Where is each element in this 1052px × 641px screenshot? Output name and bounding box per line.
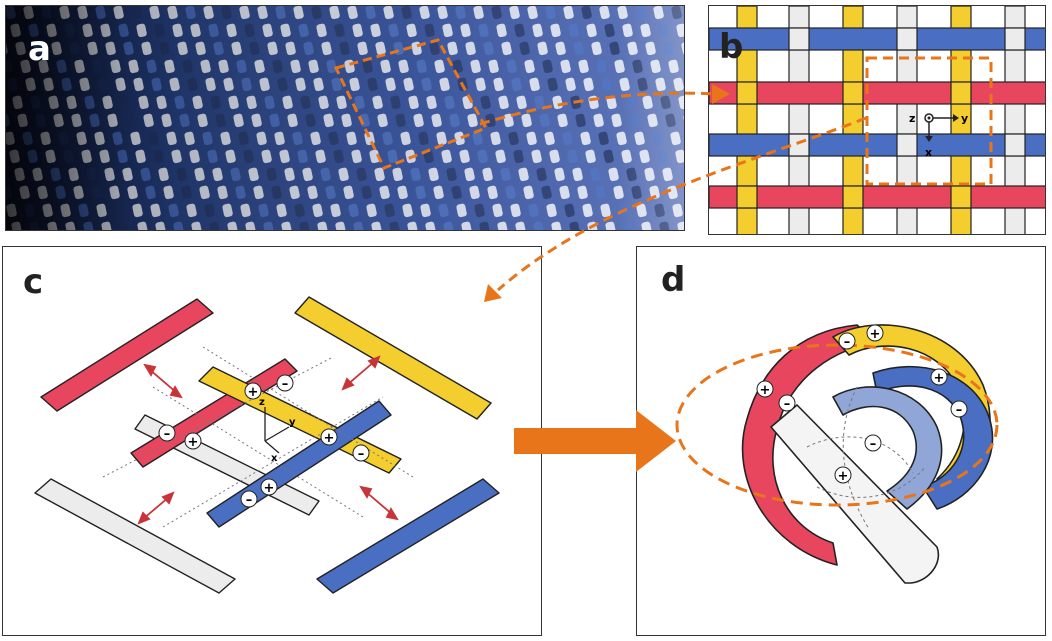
- blue-weft-strip: [709, 134, 1046, 156]
- outer-blue-strip: [317, 479, 499, 593]
- weave-schematic-diagram: z y x: [709, 6, 1046, 235]
- panel-label-a: a: [28, 32, 51, 66]
- double-headed-arrow-icon: [361, 487, 397, 519]
- axis-label-y: y: [961, 112, 968, 125]
- panel-label-c: c: [23, 265, 43, 299]
- svg-text:+: +: [934, 371, 945, 386]
- svg-text:–: –: [164, 427, 171, 442]
- outer-red-strip: [41, 299, 213, 411]
- svg-text:–: –: [282, 377, 289, 392]
- panel-a-fabric-photo: a: [5, 5, 685, 231]
- double-headed-arrow-icon: [139, 493, 173, 523]
- panel-c-exploded-unit-cell: z y x + – – + + – + – c: [2, 246, 542, 636]
- svg-text:+: +: [248, 385, 259, 400]
- axis-label-x: x: [925, 146, 932, 159]
- svg-text:–: –: [870, 437, 877, 452]
- outer-white-strip: [35, 479, 235, 593]
- panel-label-d: d: [661, 263, 685, 297]
- axis-label-z: z: [259, 397, 265, 408]
- svg-text:+: +: [760, 383, 771, 398]
- double-headed-arrow-icon: [343, 357, 379, 389]
- svg-text:+: +: [870, 327, 881, 342]
- svg-text:+: +: [324, 431, 335, 446]
- panel-d-interlocked-loop: – + + – + – – + d: [636, 246, 1046, 636]
- svg-text:–: –: [784, 397, 791, 412]
- axis-label-x: x: [271, 453, 278, 464]
- double-headed-arrow-icon: [145, 365, 181, 397]
- svg-text:+: +: [188, 435, 199, 450]
- panel-b-weave-schematic: z y x b: [708, 5, 1046, 235]
- fabric-photo-image: [6, 6, 685, 231]
- outer-yellow-strip: [295, 297, 491, 419]
- interlocked-loop-diagram: – + + – + – – +: [637, 247, 1046, 636]
- red-weft-strip: [709, 82, 1046, 104]
- blue-weft-strip: [709, 28, 1046, 50]
- axis-label-y: y: [289, 417, 296, 428]
- minus-sign-icon: –: [277, 375, 293, 392]
- panel-label-b: b: [719, 30, 743, 64]
- minus-sign-icon: –: [865, 435, 881, 452]
- axis-label-z: z: [909, 112, 915, 125]
- svg-text:+: +: [264, 481, 275, 496]
- svg-text:–: –: [246, 493, 253, 508]
- svg-text:–: –: [844, 335, 851, 350]
- svg-text:–: –: [956, 403, 963, 418]
- svg-text:+: +: [838, 469, 849, 484]
- exploded-strips-diagram: z y x + – – + + – + –: [3, 247, 542, 636]
- red-weft-strip: [709, 186, 1046, 208]
- svg-text:–: –: [358, 447, 365, 462]
